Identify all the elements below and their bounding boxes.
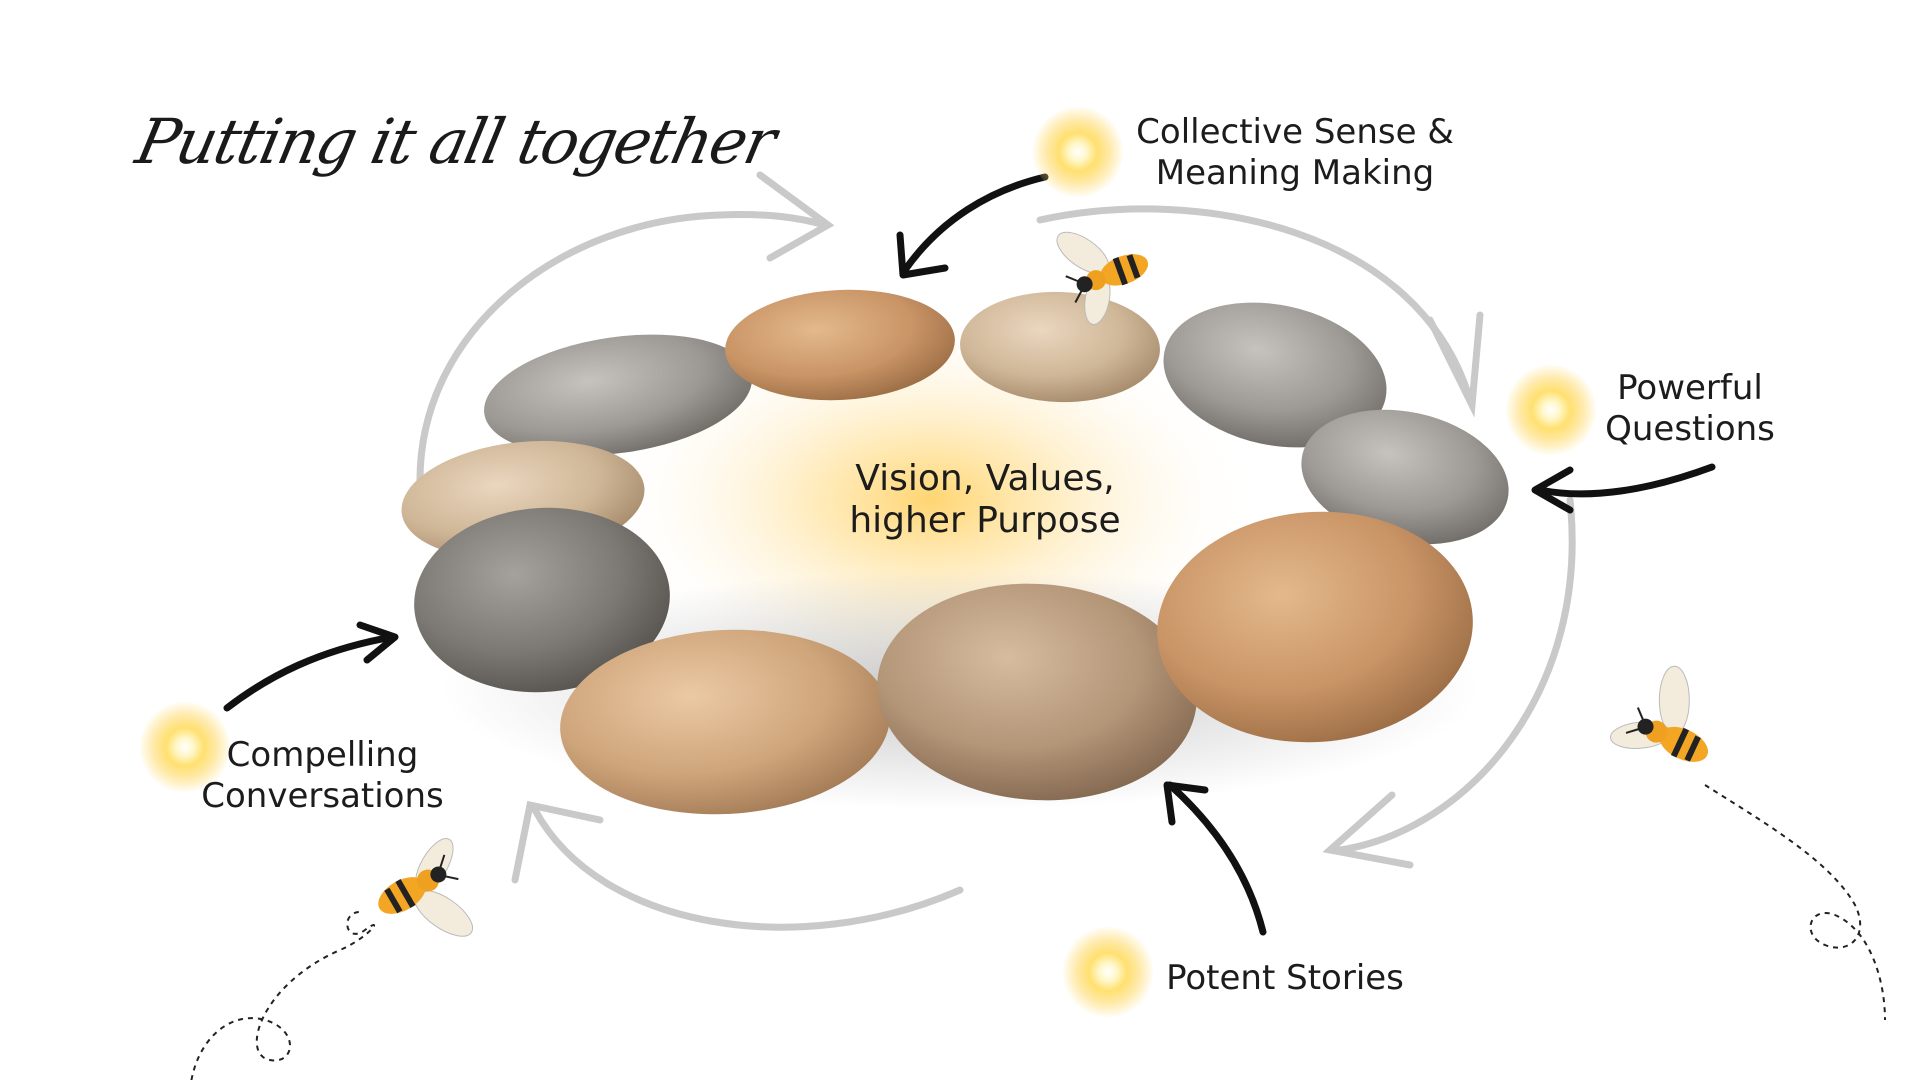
node-potent-stories: Potent Stories (1160, 958, 1410, 999)
node-conversations-line2: Conversations (195, 776, 450, 817)
node-questions-line2: Questions (1595, 409, 1785, 450)
node-collective-line2: Meaning Making (1125, 153, 1465, 194)
node-compelling-conversations: Compelling Conversations (195, 735, 450, 817)
node-powerful-questions: Powerful Questions (1595, 368, 1785, 450)
bee-icon (361, 826, 504, 971)
node-collective-sense: Collective Sense & Meaning Making (1125, 112, 1465, 194)
glow-dot-icon (1506, 365, 1596, 455)
node-stories-line1: Potent Stories (1160, 958, 1410, 999)
dashed-flight-path-icon (190, 785, 1885, 1080)
center-label: Vision, Values, higher Purpose (820, 458, 1150, 542)
glow-dot-icon (1033, 107, 1123, 197)
glow-dot-icon (1063, 927, 1153, 1017)
node-conversations-line1: Compelling (195, 735, 450, 776)
bee-icon (1600, 646, 1738, 788)
center-label-line1: Vision, Values, (820, 458, 1150, 500)
node-collective-line1: Collective Sense & (1125, 112, 1465, 153)
page-title: Putting it all together (130, 105, 781, 178)
center-label-line2: higher Purpose (820, 500, 1150, 542)
node-questions-line1: Powerful (1595, 368, 1785, 409)
